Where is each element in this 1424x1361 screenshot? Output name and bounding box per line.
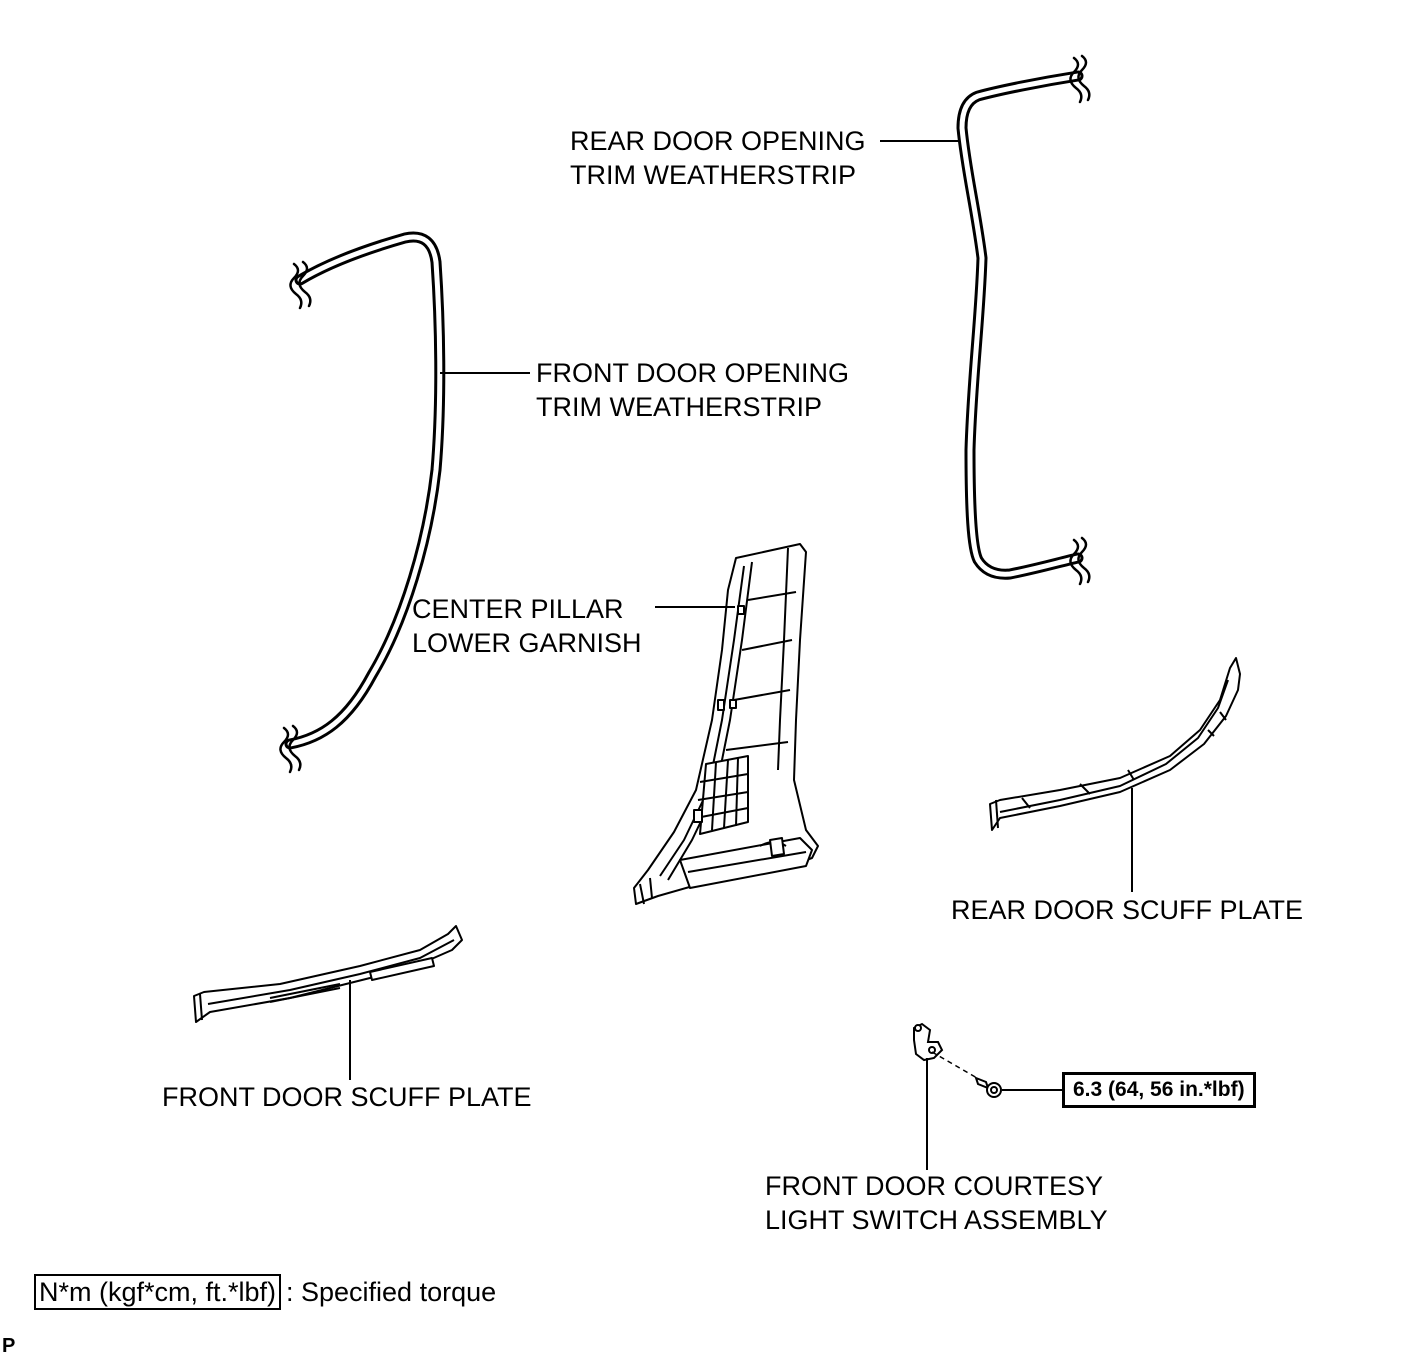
label-line: LIGHT SWITCH ASSEMBLY (765, 1205, 1108, 1235)
label-line: CENTER PILLAR (412, 594, 624, 624)
mounting-bolt (974, 1076, 1002, 1098)
front-door-scuff-plate-label: FRONT DOOR SCUFF PLATE (162, 1082, 532, 1112)
label-line: REAR DOOR OPENING (570, 126, 866, 156)
label-line: FRONT DOOR OPENING (536, 358, 850, 388)
center-pillar-lower-garnish-label: CENTER PILLAR LOWER GARNISH (412, 592, 642, 660)
legend-description: : Specified torque (286, 1277, 497, 1307)
front-door-scuff-plate (193, 925, 463, 1023)
rear-door-scuff-plate (989, 657, 1241, 831)
footer-code: P (2, 1335, 16, 1357)
leader-lines (349, 140, 1133, 1170)
rear-door-scuff-plate-label: REAR DOOR SCUFF PLATE (951, 895, 1304, 925)
courtesy-light-switch-label: FRONT DOOR COURTESY LIGHT SWITCH ASSEMBL… (765, 1169, 1108, 1237)
label-line: FRONT DOOR COURTESY (765, 1171, 1104, 1201)
label-line: LOWER GARNISH (412, 628, 642, 658)
rear-door-opening-trim-weatherstrip (956, 54, 1091, 586)
label-line: TRIM WEATHERSTRIP (570, 160, 856, 190)
label-line: TRIM WEATHERSTRIP (536, 392, 822, 422)
front-door-courtesy-light-switch (913, 1022, 985, 1083)
front-door-opening-trim-weatherstrip (279, 231, 446, 774)
front-door-opening-weatherstrip-label: FRONT DOOR OPENING TRIM WEATHERSTRIP (536, 356, 849, 424)
rear-door-opening-weatherstrip-label: REAR DOOR OPENING TRIM WEATHERSTRIP (570, 124, 866, 192)
torque-spec-box: 6.3 (64, 56 in.*lbf) (1062, 1072, 1256, 1108)
torque-unit-legend-box: N*m (kgf*cm, ft.*lbf) (34, 1274, 282, 1310)
center-pillar-lower-garnish (633, 543, 819, 905)
